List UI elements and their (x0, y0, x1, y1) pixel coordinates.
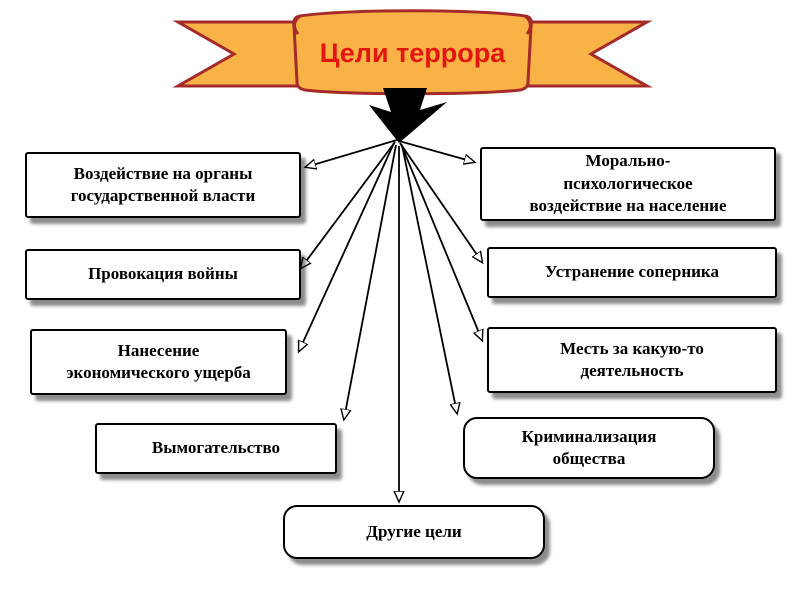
goal-box-revenge: Месть за какую-то деятельность (487, 327, 777, 393)
goal-box-state-authority: Воздействие на органы государственной вл… (25, 152, 301, 218)
goal-box-other-goals: Другие цели (283, 505, 545, 559)
goal-box-moral-psych: Морально- психологическое воздействие на… (480, 147, 776, 221)
arrow-to-revenge (400, 143, 482, 340)
goal-label: Месть за какую-то деятельность (560, 338, 704, 380)
title-banner-ribbon (172, 9, 653, 96)
arrow-to-moral-psych (398, 140, 474, 162)
ribbon-center-panel (292, 9, 533, 96)
goal-box-rival-elimination: Устранение соперника (487, 247, 777, 298)
goal-label: Другие цели (366, 521, 462, 541)
goal-box-extortion: Вымогательство (95, 423, 337, 474)
goal-label: Нанесение экономического ущерба (66, 340, 251, 382)
goal-box-economic-damage: Нанесение экономического ущерба (30, 329, 287, 395)
goal-label: Криминализация общества (521, 426, 657, 468)
arrow-to-extortion (344, 144, 397, 419)
arrow-to-war-provocation (301, 141, 396, 268)
goal-label: Устранение соперника (545, 262, 719, 282)
goal-label: Морально- психологическое воздействие на… (529, 151, 727, 216)
big-down-arrow (369, 88, 447, 143)
goal-box-war-provocation: Провокация войны (25, 249, 301, 300)
goal-label: Провокация войны (88, 264, 238, 284)
arrow-to-state-authority (306, 139, 398, 167)
ribbon-left-tail (172, 20, 314, 88)
slide-title: Цели террора (319, 38, 506, 68)
arrow-to-criminalization (401, 144, 457, 413)
ribbon-right-curl (524, 14, 532, 35)
goal-label: Вымогательство (151, 438, 281, 458)
arrow-to-rival-elimination (399, 142, 482, 262)
goal-box-criminalization: Криминализация общества (463, 417, 715, 479)
connector-arrows (299, 139, 482, 501)
ribbon-left-curl (293, 14, 301, 35)
arrow-to-economic-damage (299, 142, 395, 351)
goal-label: Воздействие на органы государственной вл… (70, 163, 256, 205)
